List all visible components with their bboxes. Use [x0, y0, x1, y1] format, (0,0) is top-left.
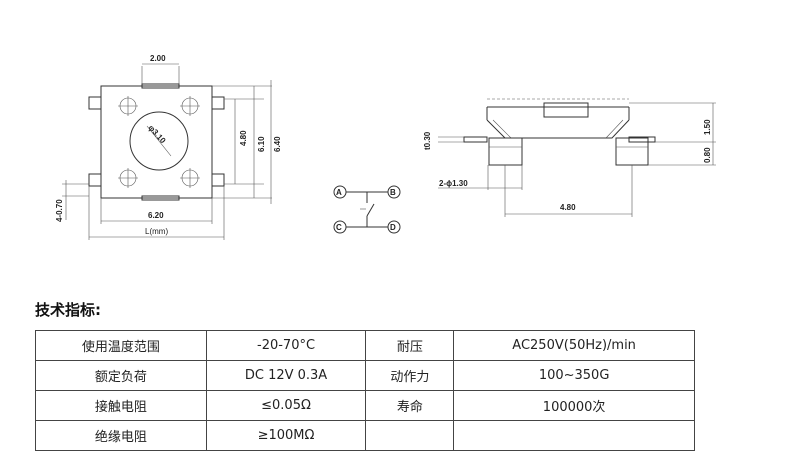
specs-table: 使用温度范围 -20-70°C 耐压 AC250V(50Hz)/min 额定负荷…: [35, 330, 695, 451]
dim-left-height: t0.30: [423, 131, 432, 150]
dim-diameter: φ3.10: [147, 123, 168, 145]
spec-value: 100000次: [453, 390, 695, 421]
spec-value: DC 12V 0.3A: [205, 360, 367, 391]
spec-label: 动作力: [365, 360, 455, 391]
dim-right-top: 1.50: [703, 119, 712, 135]
dim-height-inner: 4.80: [239, 130, 248, 146]
circuit-symbol: A B C D: [333, 185, 401, 234]
spec-value: ≤0.05Ω: [205, 390, 367, 421]
spec-label: 耐压: [365, 330, 455, 361]
terminal-d: D: [390, 223, 396, 232]
table-row: 使用温度范围 -20-70°C 耐压 AC250V(50Hz)/min: [35, 330, 695, 361]
table-row: 额定负荷 DC 12V 0.3A 动作力 100~350G: [35, 360, 695, 391]
terminal-a: A: [336, 188, 342, 197]
specs-title: 技术指标:: [35, 301, 101, 319]
dim-right-bottom: 0.80: [703, 147, 712, 163]
terminal-b: B: [390, 188, 396, 197]
terminal-c: C: [336, 223, 342, 232]
spec-value: AC250V(50Hz)/min: [453, 330, 695, 361]
table-row: 绝缘电阻 ≥100MΩ: [35, 420, 695, 451]
dim-lead: 4-0.70: [55, 199, 64, 222]
spec-value: 100~350G: [453, 360, 695, 391]
spec-label: 寿命: [365, 390, 455, 421]
spec-label: 额定负荷: [35, 360, 207, 391]
dim-width-top: 2.00: [150, 54, 166, 63]
spec-label: [365, 420, 455, 451]
dim-pin: 2-ϕ1.30: [439, 179, 468, 188]
side-view: t0.30 2-ϕ1.30 4.80 1.50 0.80: [423, 98, 716, 217]
length-label: L(mm): [145, 227, 168, 236]
table-row: 接触电阻 ≤0.05Ω 寿命 100000次: [35, 390, 695, 421]
spec-label: 接触电阻: [35, 390, 207, 421]
dim-span: 4.80: [560, 203, 576, 212]
dim-height-mid: 6.10: [257, 136, 266, 152]
spec-value: -20-70°C: [205, 330, 367, 361]
technical-drawing: 2.00 φ3.10 4.80 6.10 6.40: [55, 54, 716, 240]
spec-label: 绝缘电阻: [35, 420, 207, 451]
dim-width-bottom: 6.20: [148, 211, 164, 220]
dim-height-outer: 6.40: [273, 136, 282, 152]
spec-value: [453, 420, 695, 451]
spec-label: 使用温度范围: [35, 330, 207, 361]
spec-value: ≥100MΩ: [205, 420, 367, 451]
top-view: 2.00 φ3.10 4.80 6.10 6.40: [55, 54, 282, 240]
